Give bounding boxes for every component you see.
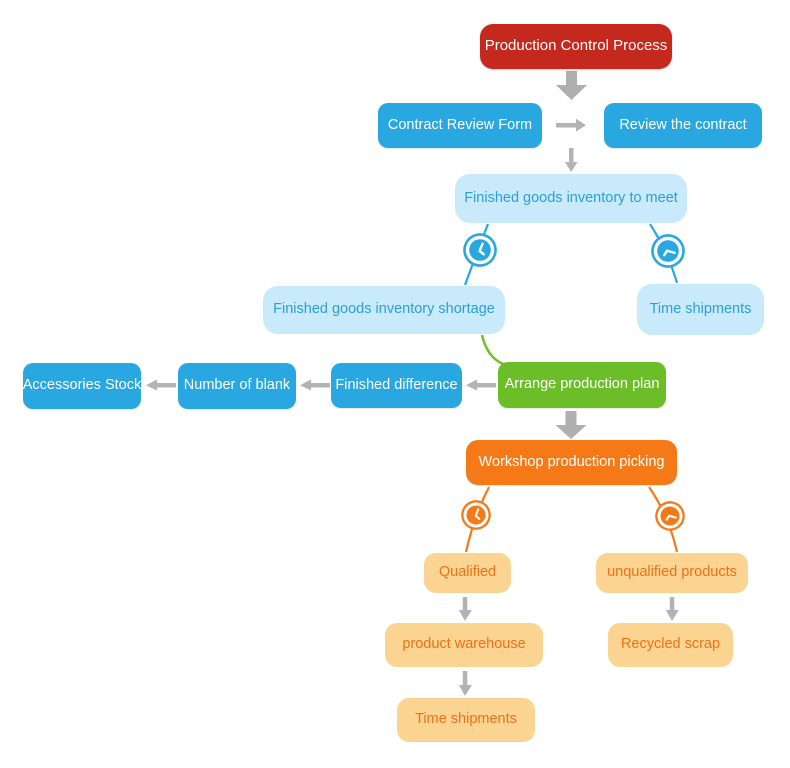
- clock-icon: [463, 233, 497, 267]
- arrow-left-difference-to-number-of-blank: [300, 379, 330, 391]
- node-finished-goods-inventory-to-meet: Finished goods inventory to meet: [455, 174, 687, 223]
- arrow-down-from-title: [556, 71, 587, 100]
- arrow-left-plan-to-finished-difference: [466, 379, 496, 391]
- node-recycled-scrap: Recycled scrap: [608, 623, 733, 667]
- node-production-control-process: Production Control Process: [480, 24, 672, 69]
- arrow-down-warehouse-to-shipments: [458, 671, 472, 696]
- node-workshop-production-picking: Workshop production picking: [466, 440, 677, 485]
- arrow-down-unqualified-to-recycled: [665, 597, 679, 621]
- node-time-shipments-top: Time shipments: [637, 284, 764, 335]
- node-finished-difference: Finished difference: [331, 363, 462, 408]
- clock-icon: [651, 234, 685, 268]
- arrow-left-number-to-accessories-stock: [146, 379, 176, 391]
- clock-icon: [461, 500, 491, 530]
- node-finished-goods-inventory-shortage: Finished goods inventory shortage: [263, 286, 505, 334]
- node-number-of-blank: Number of blank: [178, 363, 296, 409]
- node-arrange-production-plan: Arrange production plan: [498, 362, 666, 408]
- connector-shortage-to-plan: [480, 334, 504, 366]
- arrow-right-contract-to-review: [556, 118, 586, 132]
- node-qualified: Qualified: [424, 553, 511, 593]
- node-time-shipments-bottom: Time shipments: [397, 698, 535, 742]
- node-product-warehouse: product warehouse: [385, 623, 543, 667]
- node-contract-review-form: Contract Review Form: [378, 103, 542, 148]
- arrow-down-qualified-to-warehouse: [458, 597, 472, 621]
- clock-icon: [655, 501, 685, 531]
- node-unqualified-products: unqualified products: [596, 553, 748, 593]
- arrow-down-plan-to-workshop: [555, 411, 587, 439]
- node-review-the-contract: Review the contract: [604, 103, 762, 148]
- arrow-down-to-inventory-to-meet: [565, 148, 578, 172]
- node-accessories-stock: Accessories Stock: [23, 363, 141, 409]
